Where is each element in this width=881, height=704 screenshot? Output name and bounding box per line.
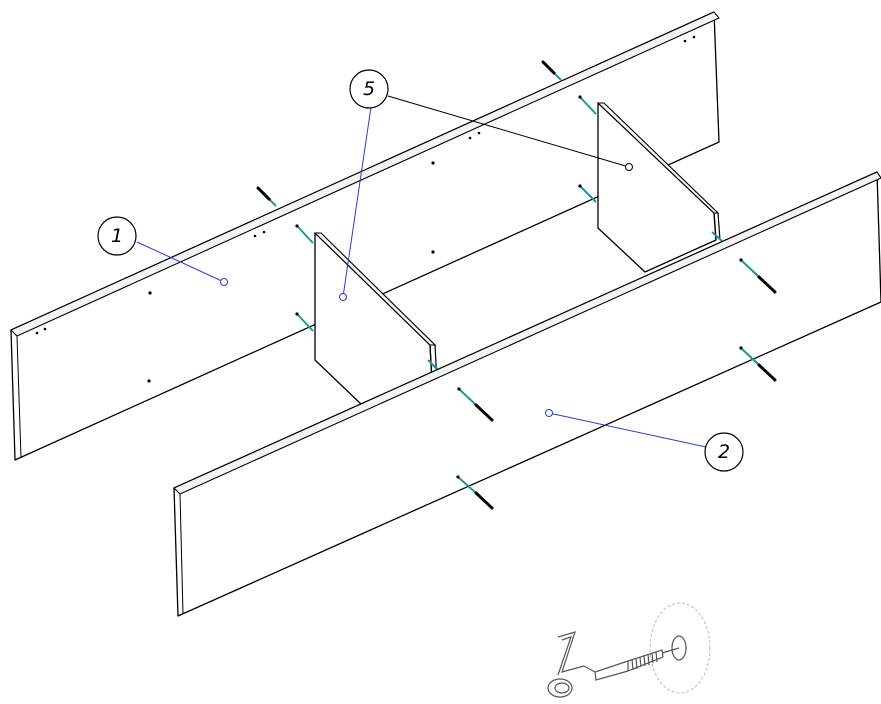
dowel [579,96,597,115]
screw-group-front [456,258,777,510]
screw-thread-body [627,649,664,672]
panel-2 [173,171,881,617]
panel-1-left-edge [16,335,22,459]
callout-2-leader [548,412,707,448]
panel-2-top-edge [173,171,881,495]
hole [43,327,47,331]
screw-shank [740,259,760,278]
hole [148,291,152,295]
cam-screw [757,275,777,294]
callout-2-label: 2 [718,441,730,463]
dowel-tip [739,258,743,262]
hole [477,131,481,135]
ring-inner [554,682,570,694]
callout-5-anchor-left [339,293,347,301]
screw-threads [631,651,658,671]
hole [147,379,151,383]
hole [692,35,696,39]
dowel-tip [578,184,582,188]
dowel [427,359,439,371]
cam-lock-screw-icon [547,602,711,698]
hole [683,39,687,43]
detail-circle [649,602,711,694]
screw-shank [269,199,277,207]
callout-5-label: 5 [363,78,375,100]
screw-head [594,660,629,681]
key-to-screw [583,665,596,673]
cam-screw [474,403,494,422]
hole [431,250,435,254]
screw-shank [554,73,562,81]
callout-2-circle [704,432,744,472]
divider-right-front-edge-2 [717,212,721,241]
callout-5-leader-left [342,106,372,298]
callout-2: 2 [545,409,744,472]
hex-key-inner [557,636,572,676]
hole [35,331,39,335]
callout-1-circle [97,216,137,256]
divider-5-right [578,95,723,273]
panel-1-top-edge [10,11,720,337]
screw-shank [458,388,477,406]
dowel [579,185,597,203]
dowel-tip [295,224,299,228]
dowel [296,225,314,244]
hole [253,234,257,238]
cam-disc [671,635,687,661]
callout-5: 5 [339,69,633,301]
dowel [711,231,723,242]
screw-pin [661,647,680,654]
hole [431,161,435,165]
screw-shank [457,476,477,494]
screw-group-top [256,60,562,207]
hole [262,230,266,234]
dowel-tip [578,95,582,99]
callout-5-circle [349,69,389,109]
callout-5-anchor-right [625,163,633,171]
callout-1-anchor [220,278,228,286]
panel-1 [10,11,720,461]
callout-1-leader [136,241,225,283]
screw-shank [740,347,760,366]
callout-2-anchor [545,409,553,417]
callout-5-leader-right [387,95,630,168]
dowel-tip [295,312,299,316]
panel-2-left-edge [179,493,184,615]
hex-key [557,631,585,673]
dowel-tip [739,346,743,350]
hole [468,136,472,140]
ring [547,678,573,698]
callout-1-label: 1 [111,225,123,247]
cam-screw [256,186,272,202]
cam-screw [474,491,494,510]
dowel-tip [456,475,460,479]
dowel [296,313,314,332]
dowel-tip [457,387,461,391]
cam-screw [541,60,557,76]
callout-1: 1 [97,216,228,286]
cam-screw [757,363,777,382]
